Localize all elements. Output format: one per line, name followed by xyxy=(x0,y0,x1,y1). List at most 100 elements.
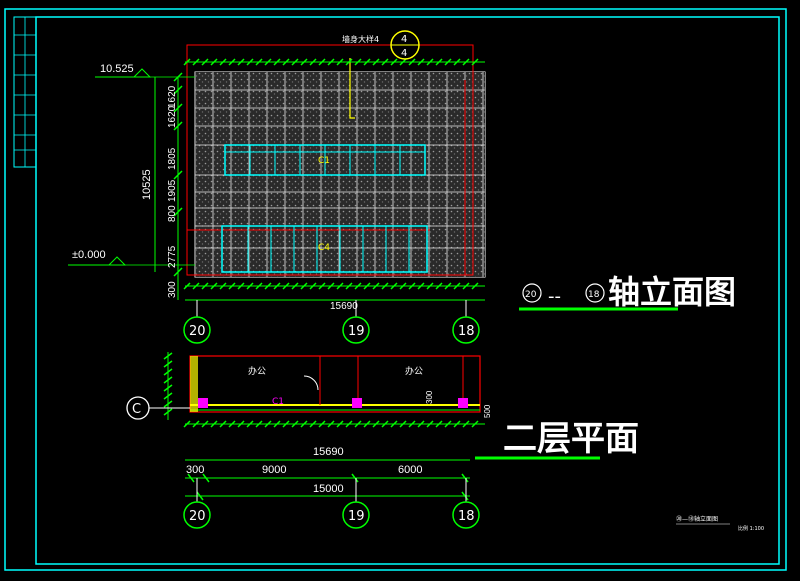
dim-tick xyxy=(390,282,398,290)
dim-tick xyxy=(255,58,263,66)
dim-tick xyxy=(237,58,245,66)
below-ground-dim: 300 xyxy=(167,281,178,298)
dim-tick xyxy=(381,58,389,66)
axis-label: 18 xyxy=(458,509,475,524)
plan-left-tick xyxy=(163,392,173,400)
dim-tick xyxy=(471,420,479,428)
vertical-tick xyxy=(173,170,183,180)
axis-bubble xyxy=(183,316,211,344)
dim-tick xyxy=(264,58,272,66)
dim-tick xyxy=(273,282,281,290)
section-marker-bottom: 4 xyxy=(401,48,407,59)
dim-tick xyxy=(210,420,218,428)
dim-tick xyxy=(417,282,425,290)
plan-left-tick xyxy=(163,360,173,368)
dim-tick xyxy=(471,58,479,66)
dim-tick xyxy=(210,58,218,66)
dim-tick xyxy=(408,58,416,66)
bottom-dim-ticks xyxy=(183,282,479,290)
dim-tick xyxy=(462,282,470,290)
dim-tick xyxy=(381,282,389,290)
vertical-tick xyxy=(173,121,183,131)
elevation-title-text: 轴立面图 xyxy=(608,273,736,311)
dim-tick xyxy=(408,282,416,290)
plan-left-tick xyxy=(163,400,173,408)
elevation-drawing: C1 C4 15690 4 4 墙身大样4 10.525 ±0.000 xyxy=(68,30,486,312)
dim-tick xyxy=(264,420,272,428)
dim-tick xyxy=(309,420,317,428)
dim-tick xyxy=(183,420,191,428)
axis-bubble xyxy=(342,501,370,529)
dim-tick xyxy=(336,58,344,66)
outer-frame xyxy=(4,8,787,571)
plan-seg-1: 300 xyxy=(186,464,204,476)
dim-tick xyxy=(399,282,407,290)
plan-seg-3: 6000 xyxy=(398,464,422,476)
dim-tick xyxy=(435,282,443,290)
dim-tick xyxy=(183,282,191,290)
elevation-title-from: 20 xyxy=(525,290,537,300)
dim-tick xyxy=(444,282,452,290)
plan-wall-dim: 300 xyxy=(425,390,434,404)
elevation-mark-ground xyxy=(68,256,195,266)
dim-tick xyxy=(318,58,326,66)
dim-tick xyxy=(354,58,362,66)
dim-tick xyxy=(300,420,308,428)
dim-tick xyxy=(390,58,398,66)
dim-tick xyxy=(354,420,362,428)
dim-tick xyxy=(399,58,407,66)
dim-tick xyxy=(417,420,425,428)
dim-tick xyxy=(309,282,317,290)
dim-tick xyxy=(318,282,326,290)
plan-left-tick xyxy=(163,376,173,384)
dim-tick xyxy=(201,282,209,290)
dim-tick xyxy=(246,282,254,290)
dim-tick xyxy=(345,58,353,66)
dim-tick xyxy=(444,58,452,66)
window-band-upper xyxy=(224,144,426,176)
overall-width-top: 15690 xyxy=(330,301,358,312)
vertical-part-label: 2775 xyxy=(167,245,178,268)
dim-tick xyxy=(201,420,209,428)
axis-label: 19 xyxy=(348,509,365,524)
vertical-part-label: 1620 xyxy=(167,105,178,128)
window-band-lower xyxy=(221,225,428,273)
vertical-part-label: 800 xyxy=(167,205,178,222)
dim-tick xyxy=(273,420,281,428)
dim-tick xyxy=(264,282,272,290)
vertical-part-label: 1620 xyxy=(167,85,178,108)
section-marker-leader xyxy=(349,58,355,119)
plan-door-swing xyxy=(303,375,319,391)
dim-tick xyxy=(453,282,461,290)
vertical-ticks xyxy=(173,72,183,277)
plan-column-3 xyxy=(458,398,468,408)
axis-bubble xyxy=(452,501,480,529)
floor-plan: 办公 办公 C1 300 500 15690 300 9000 6000 150… xyxy=(126,352,492,501)
plan-seg-2: 9000 xyxy=(262,464,286,476)
axis-bubble xyxy=(452,316,480,344)
dim-tick xyxy=(192,420,200,428)
dim-tick xyxy=(354,282,362,290)
dim-tick xyxy=(363,282,371,290)
dim-tick xyxy=(228,420,236,428)
dim-tick xyxy=(246,58,254,66)
axis-label: 20 xyxy=(189,324,206,339)
vertical-part-label: 1805 xyxy=(167,147,178,170)
dim-tick xyxy=(192,58,200,66)
vertical-tick xyxy=(173,103,183,113)
plan-left-tick xyxy=(163,408,173,416)
dim-tick xyxy=(309,58,317,66)
vertical-tick xyxy=(173,267,183,277)
binding-strip-lines xyxy=(14,17,36,167)
dim-tick xyxy=(345,282,353,290)
plan-left-tick xyxy=(163,368,173,376)
dim-tick xyxy=(399,420,407,428)
dim-tick xyxy=(435,420,443,428)
dim-tick xyxy=(282,420,290,428)
dim-tick xyxy=(282,58,290,66)
dim-tick xyxy=(453,420,461,428)
dim-tick xyxy=(282,282,290,290)
plan-left-tick xyxy=(163,384,173,392)
